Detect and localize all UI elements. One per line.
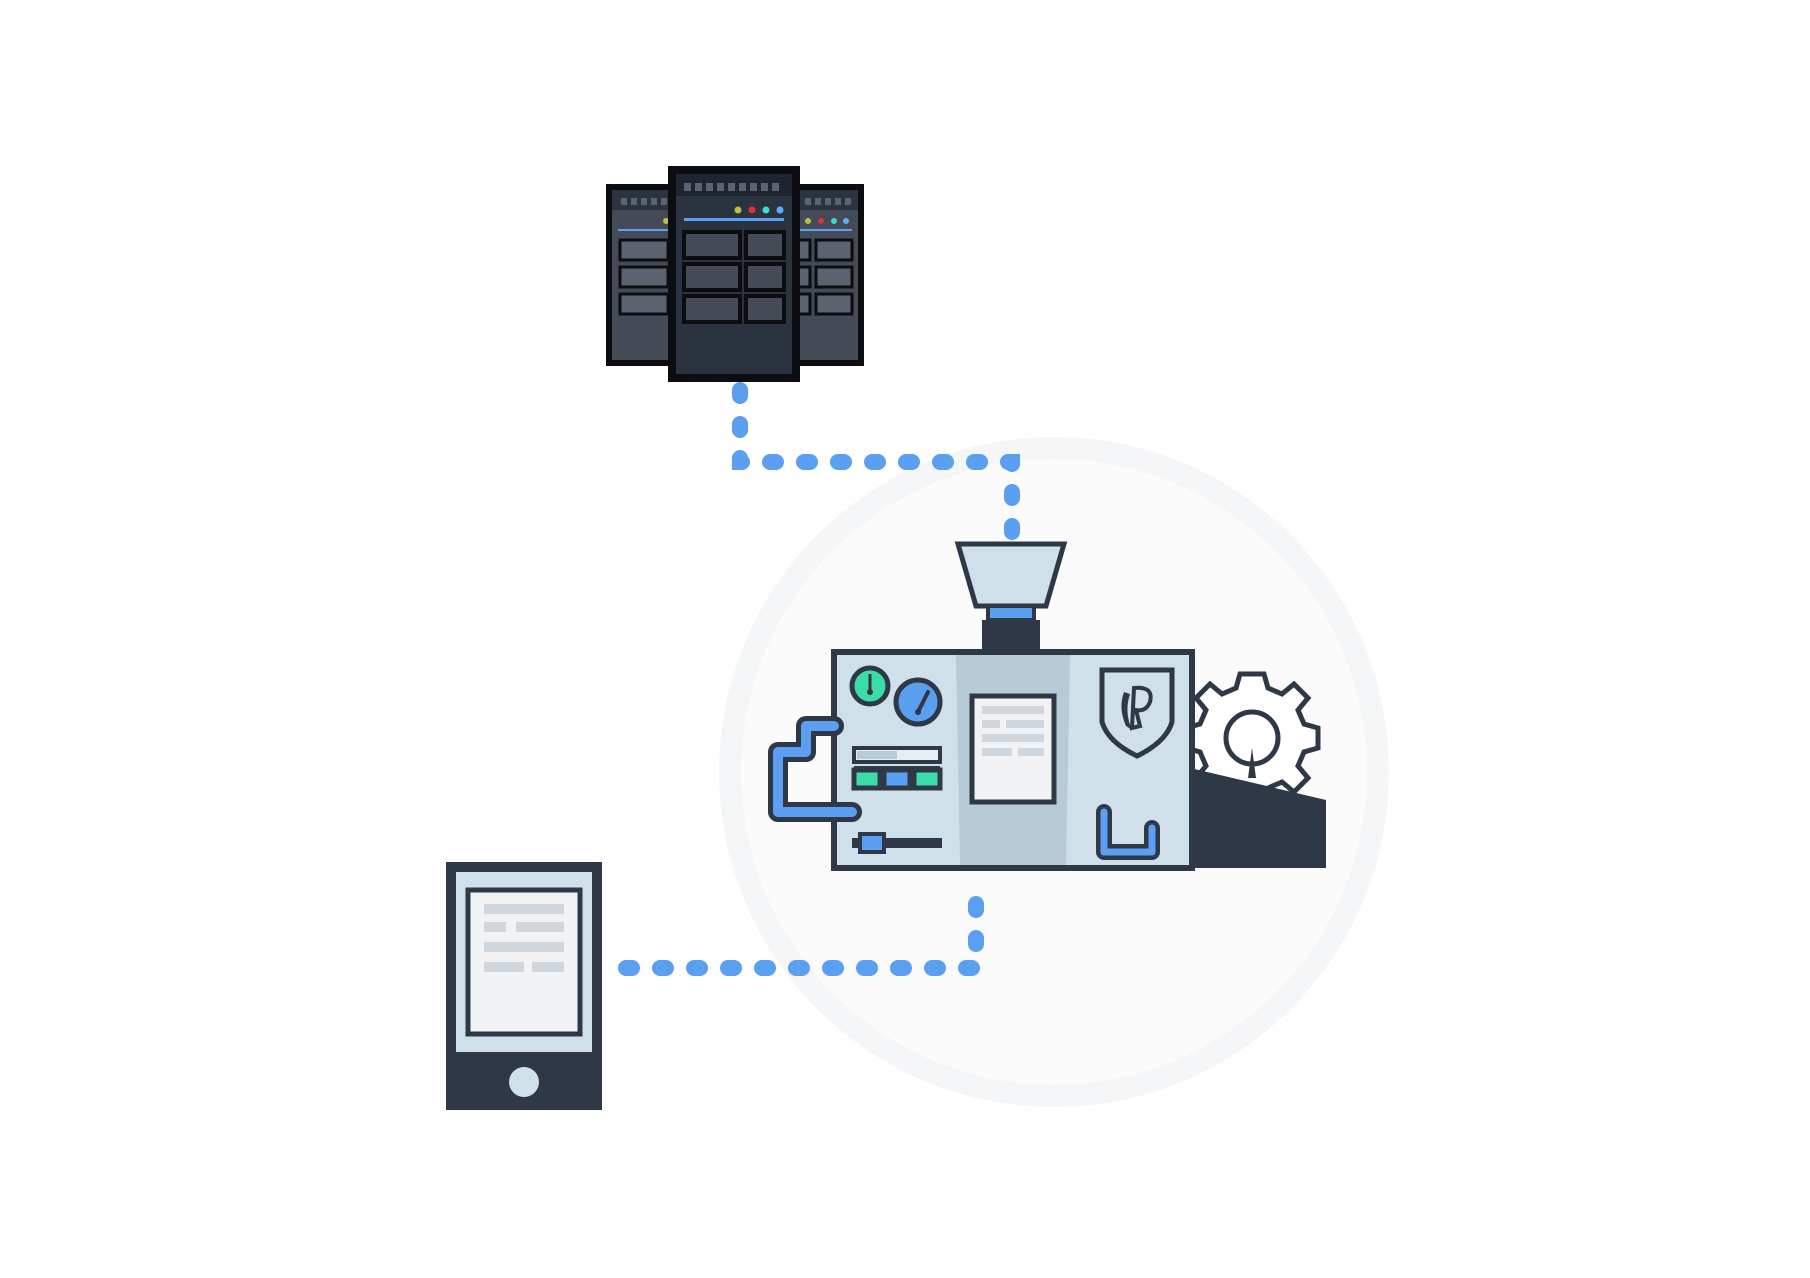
gauge-icon-large bbox=[893, 677, 943, 727]
connector-server-to-machine bbox=[732, 382, 1020, 540]
shield-logo-icon bbox=[1099, 667, 1175, 759]
gauge-icon bbox=[849, 665, 891, 707]
conveyor-ramp bbox=[1190, 768, 1326, 868]
status-led-red bbox=[748, 206, 756, 214]
status-led-cyan bbox=[762, 206, 770, 214]
server-rack-center bbox=[668, 166, 800, 382]
machine-slider bbox=[852, 832, 942, 854]
status-led-yellow bbox=[734, 206, 742, 214]
connector-tablet-to-machine bbox=[618, 884, 984, 976]
hopper bbox=[954, 541, 1068, 654]
tablet-device-icon bbox=[446, 862, 602, 1110]
server-rack-icon bbox=[606, 166, 864, 382]
status-led-blue bbox=[776, 206, 784, 214]
processing-machine-icon bbox=[768, 541, 1326, 871]
control-panel bbox=[851, 746, 943, 791]
tablet-home-button bbox=[509, 1067, 539, 1097]
document-icon bbox=[969, 693, 1057, 805]
